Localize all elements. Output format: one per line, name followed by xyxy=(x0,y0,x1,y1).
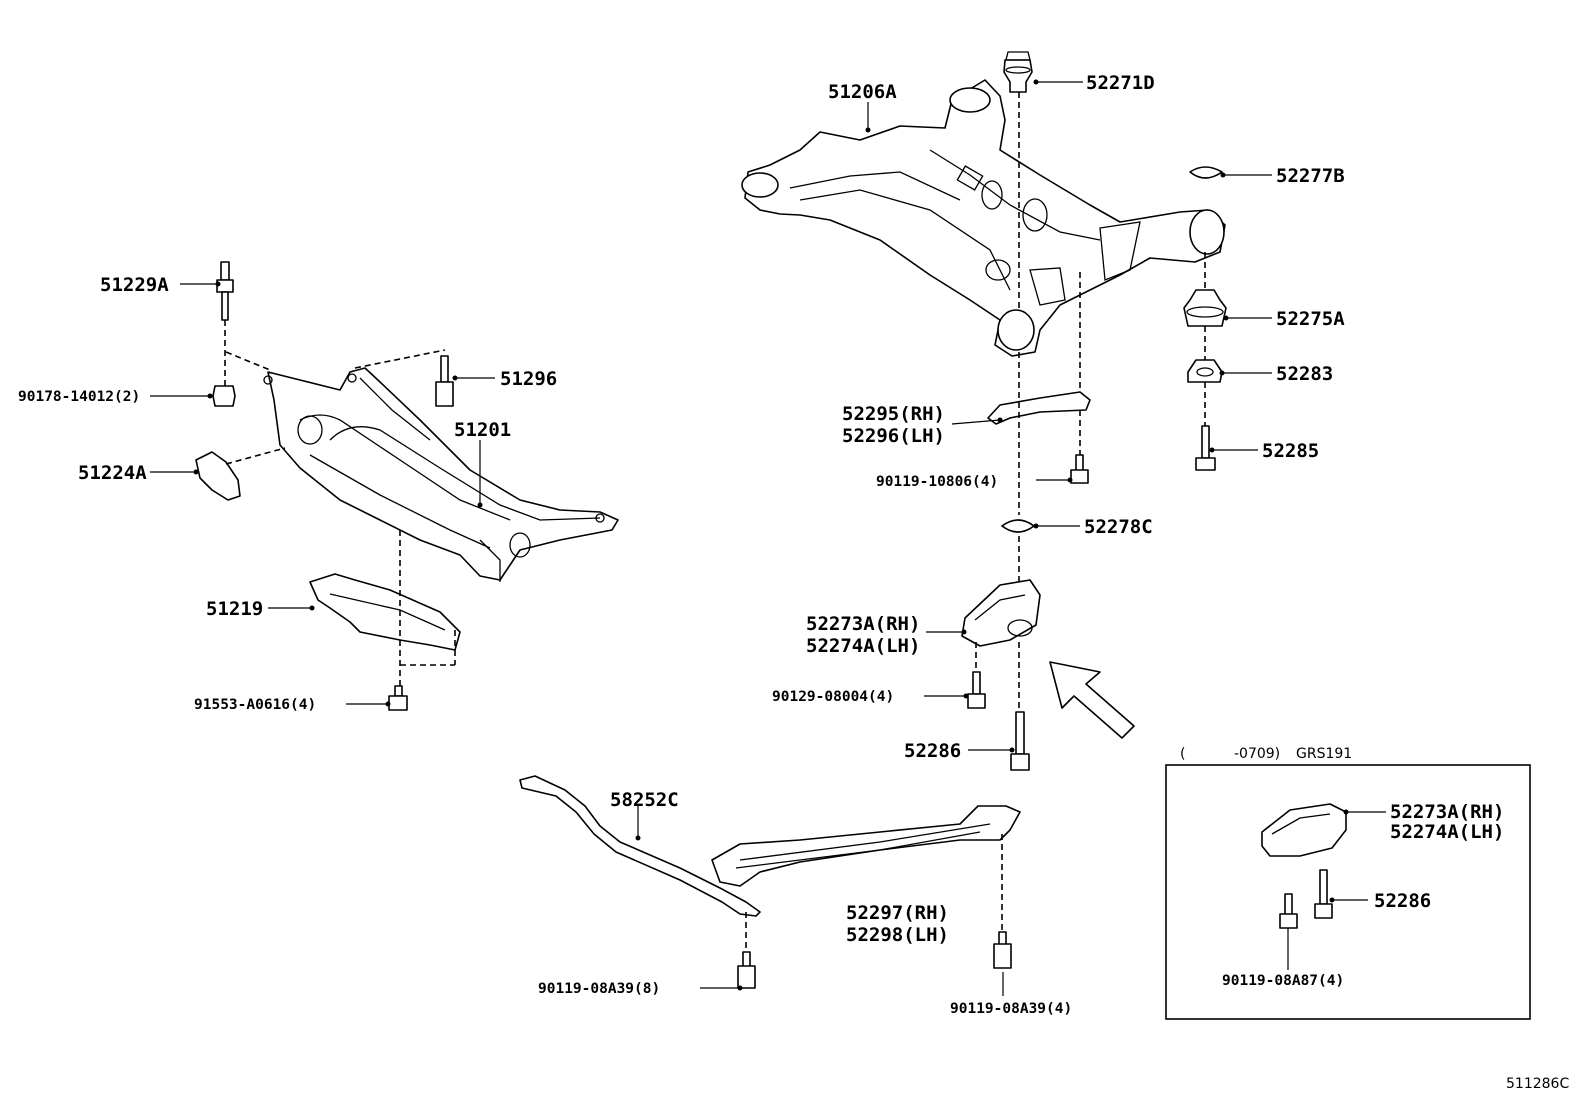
label-51201: 51201 xyxy=(454,419,511,441)
bottom-assembly-guides xyxy=(745,834,1003,952)
part-52297-brace xyxy=(711,805,1021,887)
leader-dots xyxy=(193,79,1349,991)
inset-labels: ( -0709) GRS191 52273A(RH) 52274A(LH) 52… xyxy=(1180,746,1504,989)
part-51219-plate xyxy=(309,573,461,651)
part-90129-08004-bolt xyxy=(967,671,986,709)
inset-part-52286-bolt xyxy=(1314,869,1333,919)
label-51206A: 51206A xyxy=(828,81,897,103)
leader-lines xyxy=(150,81,1386,996)
label-91553-A0616: 91553-A0616(4) xyxy=(194,697,316,713)
inset-label-90119-08A87: 90119-08A87(4) xyxy=(1222,973,1344,989)
part-90119-08A39-bolt-right xyxy=(993,931,1012,969)
part-90119-08A39-bolt-left xyxy=(737,951,756,989)
label-52298-LH: 52298(LH) xyxy=(846,924,949,946)
label-52277B: 52277B xyxy=(1276,165,1345,187)
inset-header-model: GRS191 xyxy=(1296,746,1352,762)
right-assembly-guides xyxy=(975,92,1206,712)
part-51296-bolt xyxy=(435,355,454,407)
label-90119-08A39-8: 90119-08A39(8) xyxy=(538,981,660,997)
rear-suspension-member-51206A xyxy=(741,79,1226,357)
part-52295-bracket xyxy=(987,391,1091,425)
label-51219: 51219 xyxy=(206,598,263,620)
label-52285: 52285 xyxy=(1262,440,1319,462)
view-arrow-icon xyxy=(1049,661,1135,739)
label-51224A: 51224A xyxy=(78,462,147,484)
label-51296: 51296 xyxy=(500,368,557,390)
label-52275A: 52275A xyxy=(1276,308,1345,330)
part-90178-14012-nut xyxy=(212,385,236,407)
inset-header-range: -0709) xyxy=(1234,746,1280,762)
part-52286-bolt xyxy=(1010,711,1030,771)
part-90119-10806-bolt xyxy=(1070,454,1089,484)
label-52297-RH: 52297(RH) xyxy=(846,902,949,924)
part-52275A-cushion xyxy=(1183,289,1227,327)
label-52283: 52283 xyxy=(1276,363,1333,385)
label-90119-10806: 90119-10806(4) xyxy=(876,474,998,490)
part-52283-retainer xyxy=(1187,359,1223,383)
part-52271D-cushion xyxy=(1003,51,1033,93)
part-51224A-bracket xyxy=(195,451,241,501)
part-labels: 51206A 52271D 52277B 52275A 52283 52285 … xyxy=(18,72,1345,1017)
part-58252C-brace xyxy=(519,775,761,917)
label-52271D: 52271D xyxy=(1086,72,1155,94)
label-51229A: 51229A xyxy=(100,274,169,296)
inset-box xyxy=(1165,764,1531,1020)
inset-header-open: ( xyxy=(1180,746,1185,762)
part-52278C-washer xyxy=(1001,519,1035,533)
label-58252C: 58252C xyxy=(610,789,679,811)
label-90129-08004: 90129-08004(4) xyxy=(772,689,894,705)
part-52277B-stopper xyxy=(1189,166,1223,179)
label-90119-08A39-4: 90119-08A39(4) xyxy=(950,1001,1072,1017)
inset-label-52274A-LH: 52274A(LH) xyxy=(1390,821,1504,843)
label-52278C: 52278C xyxy=(1084,516,1153,538)
inset-label-52286: 52286 xyxy=(1374,890,1431,912)
figure-code: 511286C xyxy=(1506,1076,1569,1092)
label-90178-14012: 90178-14012(2) xyxy=(18,389,140,405)
label-52286: 52286 xyxy=(904,740,961,762)
label-52296-LH: 52296(LH) xyxy=(842,425,945,447)
inset-label-52273A-RH: 52273A(RH) xyxy=(1390,801,1504,823)
part-52285-bolt xyxy=(1195,425,1216,471)
inset-part-52273A-bracket xyxy=(1261,803,1347,857)
label-52295-RH: 52295(RH) xyxy=(842,403,945,425)
part-51229A-stud xyxy=(216,261,234,321)
label-52273A-RH: 52273A(RH) xyxy=(806,613,920,635)
part-91553-A0616-bolt xyxy=(388,685,408,711)
label-52274A-LH: 52274A(LH) xyxy=(806,635,920,657)
part-52273A-bracket xyxy=(961,579,1041,647)
inset-part-90119-08A87-bolt xyxy=(1279,893,1298,929)
left-assembly-guides xyxy=(224,320,456,686)
